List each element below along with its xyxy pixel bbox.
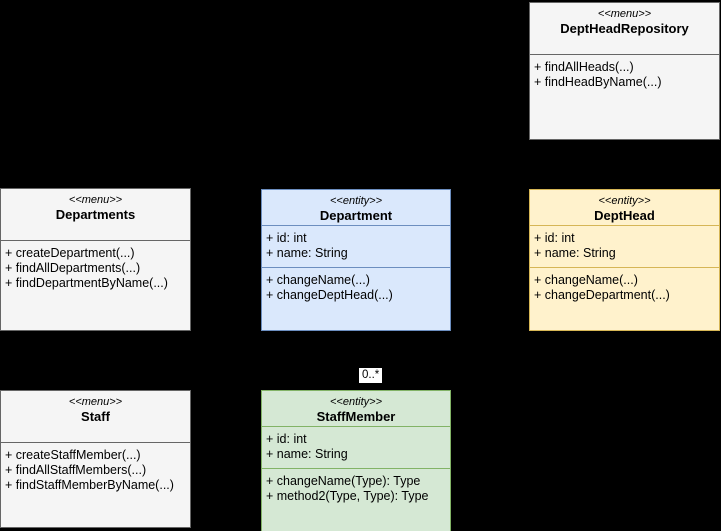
method-item: + method2(Type, Type): Type [266,489,429,503]
class-name: Staff [81,409,110,424]
attribute-item: + id: int [266,432,307,446]
class-box-dept-head-repository[interactable]: <<menu>> DeptHeadRepository + findAllHea… [529,2,720,140]
class-box-staff-member[interactable]: <<entity>> StaffMember + id: int + name:… [261,390,451,531]
class-stereotype: <<entity>> [330,195,382,207]
attribute-item: + id: int [266,231,307,245]
class-box-departments[interactable]: <<menu>> Departments + createDepartment(… [0,188,191,331]
method-item: + changeName(...) [266,273,370,287]
method-item: + changeDepartment(...) [534,288,670,302]
attribute-item: + name: String [266,246,348,260]
methods-compartment: + changeName(...) + changeDeptHead(...) [262,268,450,330]
methods-compartment: + changeName(Type): Type + method2(Type,… [262,469,450,531]
method-item: + changeName(...) [534,273,638,287]
class-name: Departments [55,207,136,222]
multiplicity-label[interactable]: 0..* [359,368,383,383]
methods-compartment: + createDepartment(...) + findAllDepartm… [1,241,190,330]
method-item: + changeName(Type): Type [266,474,421,488]
attribute-item: + name: String [266,447,348,461]
class-stereotype: <<entity>> [330,396,382,408]
method-item: + createDepartment(...) [5,246,135,260]
class-header: <<entity>> DeptHead [530,190,719,226]
methods-compartment: + changeName(...) + changeDepartment(...… [530,268,719,330]
class-header: <<menu>> DeptHeadRepository [530,3,719,55]
method-item: + findAllDepartments(...) [5,261,141,275]
class-stereotype: <<menu>> [597,8,652,20]
attribute-item: + name: String [534,246,616,260]
methods-compartment: + findAllHeads(...) + findHeadByName(...… [530,55,719,139]
class-box-staff[interactable]: <<menu>> Staff + createStaffMember(...) … [0,390,191,528]
method-item: + findAllStaffMembers(...) [5,463,147,477]
class-box-department[interactable]: <<entity>> Department + id: int + name: … [261,189,451,331]
class-header: <<menu>> Departments [1,189,190,241]
class-header: <<entity>> Department [262,190,450,226]
class-stereotype: <<menu>> [68,194,123,206]
methods-compartment: + createStaffMember(...) + findAllStaffM… [1,443,190,527]
attributes-compartment: + id: int + name: String [530,226,719,268]
attribute-item: + id: int [534,231,575,245]
method-item: + findHeadByName(...) [534,75,662,89]
method-item: + findStaffMemberByName(...) [5,478,174,492]
class-name: StaffMember [316,409,396,424]
class-name: Department [319,208,393,223]
method-item: + findAllHeads(...) [534,60,634,74]
attributes-compartment: + id: int + name: String [262,427,450,469]
class-stereotype: <<menu>> [68,396,123,408]
class-box-dept-head[interactable]: <<entity>> DeptHead + id: int + name: St… [529,189,720,331]
attributes-compartment: + id: int + name: String [262,226,450,268]
class-header: <<entity>> StaffMember [262,391,450,427]
method-item: + findDepartmentByName(...) [5,276,168,290]
class-name: DeptHead [594,208,655,223]
class-stereotype: <<entity>> [598,195,651,207]
class-name: DeptHeadRepository [560,21,689,36]
method-item: + createStaffMember(...) [5,448,141,462]
method-item: + changeDeptHead(...) [266,288,393,302]
class-header: <<menu>> Staff [1,391,190,443]
